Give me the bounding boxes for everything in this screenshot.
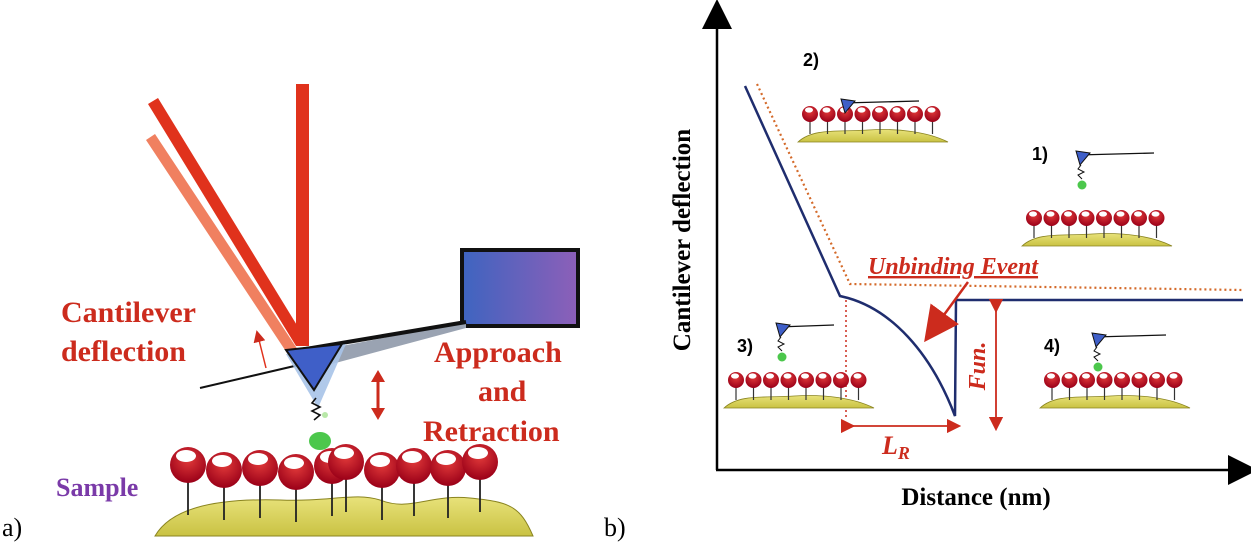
cantilever-label-line2: deflection	[61, 335, 186, 368]
membrane-lipid	[906, 105, 924, 135]
membrane-lipid	[1148, 371, 1166, 401]
membrane-lipid	[923, 105, 942, 135]
laser-beams	[146, 84, 309, 356]
sample-label: Sample	[56, 473, 138, 502]
membrane-lipid	[727, 371, 745, 401]
x-axis-label: Distance (nm)	[901, 484, 1050, 511]
piezo-block-icon	[460, 248, 580, 328]
panel-b-label: b)	[604, 513, 626, 542]
incident-beam	[296, 84, 309, 346]
step-3-illustration	[722, 322, 875, 409]
ligand-icon	[309, 432, 331, 450]
panel-b: b) Cantilever deflection Distance (nm) L…	[604, 0, 1251, 542]
retraction-curve	[743, 85, 1243, 417]
membrane-lipid	[1078, 371, 1096, 401]
lipid-molecule	[169, 446, 207, 516]
membrane-lipid	[1165, 371, 1184, 401]
membrane-lipid	[1060, 209, 1078, 239]
force-label: Fun.	[965, 342, 991, 392]
sample-surface	[154, 496, 534, 537]
step-label-3: 3)	[737, 336, 753, 356]
membrane-lipid	[1147, 209, 1166, 239]
mini-cantilever-tip-icon	[1075, 150, 1155, 190]
cantilever-tip-icon	[284, 342, 344, 392]
membrane-lipid	[1043, 371, 1061, 401]
rupture-length-sub: R	[897, 443, 910, 463]
reflected-beam	[148, 98, 306, 346]
membrane-lipid	[818, 105, 837, 135]
membrane-lipid	[1130, 209, 1148, 239]
deflected-beam	[146, 134, 298, 356]
membrane-lipid	[1060, 371, 1079, 401]
membrane-lipid	[1025, 209, 1043, 239]
cantilever-shadow	[300, 322, 466, 372]
approach-label-line3: Retraction	[423, 415, 560, 448]
membrane-lipid	[801, 105, 819, 135]
deflection-arrow	[253, 330, 267, 369]
membrane-surface	[796, 129, 949, 143]
mini-cantilever-tip-icon	[840, 98, 920, 115]
small-ligand	[322, 412, 328, 418]
step-4-illustration	[1038, 332, 1191, 409]
step-label-2: 2)	[803, 50, 819, 70]
membrane-lipid	[1042, 209, 1061, 239]
approach-curve	[756, 83, 1244, 292]
membrane-lipid	[762, 371, 780, 401]
cantilever-label-line1: Cantilever	[61, 296, 196, 329]
membrane-lipid	[849, 371, 868, 401]
mini-cantilever-tip-icon	[1091, 332, 1167, 372]
approach-label-line2: and	[478, 375, 527, 408]
mini-cantilever-tip-icon	[775, 322, 835, 362]
rupture-length-main: L	[881, 431, 898, 460]
panel-a-label: a)	[2, 513, 22, 542]
approach-label-line1: Approach	[434, 336, 562, 369]
panel-a: Cantilever deflection Approach and Retra…	[2, 84, 580, 542]
membrane-surface	[1038, 395, 1191, 409]
unbinding-event-label: Unbinding Event	[868, 254, 1039, 280]
step-label-1: 1)	[1032, 144, 1048, 164]
membrane-surface	[722, 395, 875, 409]
tether-linker	[310, 397, 322, 421]
membrane-surface	[1020, 233, 1173, 247]
approach-arrow	[371, 370, 385, 420]
rupture-length-label: LR	[881, 431, 910, 463]
unbinding-event-arrow	[924, 281, 970, 343]
y-axis-label: Cantilever deflection	[669, 129, 696, 351]
step-1-illustration	[1020, 150, 1173, 247]
step-2-illustration	[796, 98, 949, 143]
step-label-4: 4)	[1044, 336, 1060, 356]
membrane-lipid	[744, 371, 763, 401]
